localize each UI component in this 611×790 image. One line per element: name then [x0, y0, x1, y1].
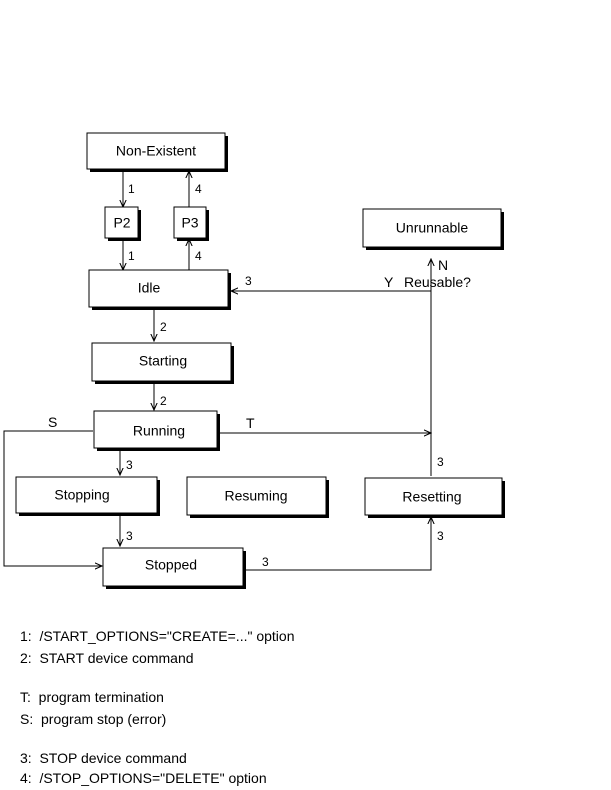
edge-labels: 1 4 1 4 2 2 3 3 3 3 3 3 S T Y N Reusable…	[48, 182, 471, 569]
label-term-branch: T	[246, 415, 255, 431]
label-stop-branch: S	[48, 414, 57, 430]
label-resetting-in: 3	[437, 529, 444, 543]
state-p3: P3	[173, 206, 209, 241]
state-starting: Starting	[91, 342, 234, 384]
state-p2: P2	[104, 206, 141, 241]
label-to-idle: 3	[245, 274, 252, 288]
state-resuming-label: Resuming	[224, 488, 287, 504]
label-idle-p3: 4	[195, 249, 202, 263]
edge-running-stopped-s	[3, 430, 102, 566]
label-idle-starting: 2	[160, 320, 167, 334]
state-resetting: Resetting	[364, 477, 505, 518]
legend-item-1: 1: /START_OPTIONS="CREATE=..." option	[20, 628, 295, 644]
state-starting-label: Starting	[139, 353, 187, 369]
state-stopping: Stopping	[15, 476, 160, 516]
legend-item-3: 3: STOP device command	[20, 750, 187, 766]
state-unrunnable-label: Unrunnable	[396, 220, 469, 236]
edge-stopped-resetting	[243, 517, 431, 571]
state-nonexistent: Non-Existent	[86, 132, 228, 172]
state-idle: Idle	[88, 269, 231, 310]
state-p2-label: P2	[113, 215, 130, 231]
label-reusable-yes: Y	[384, 274, 394, 290]
state-running-label: Running	[133, 423, 185, 439]
state-stopped: Stopped	[102, 547, 246, 589]
label-p2-idle: 1	[128, 249, 135, 263]
state-stopped-label: Stopped	[145, 557, 197, 573]
state-nonexistent-label: Non-Existent	[116, 143, 196, 159]
label-reusable-no: N	[438, 257, 448, 273]
label-ne-p2: 1	[128, 182, 135, 196]
label-p3-ne: 4	[195, 182, 202, 196]
state-idle-label: Idle	[138, 280, 161, 296]
label-reusable-question: Reusable?	[404, 274, 471, 290]
state-resuming: Resuming	[186, 476, 329, 518]
legend-item-2: 2: START device command	[20, 650, 194, 666]
label-running-stopping: 3	[126, 458, 133, 472]
label-resetting-up: 3	[437, 455, 444, 469]
connectors	[3, 171, 431, 571]
state-unrunnable: Unrunnable	[362, 208, 504, 250]
legend-item-t: T: program termination	[20, 689, 164, 705]
state-running: Running	[93, 410, 220, 451]
label-stopped-resetting: 3	[262, 555, 269, 569]
legend-item-4: 4: /STOP_OPTIONS="DELETE" option	[20, 770, 267, 786]
label-stopping-stopped: 3	[126, 529, 133, 543]
label-starting-running: 2	[160, 394, 167, 408]
state-resetting-label: Resetting	[402, 489, 461, 505]
state-stopping-label: Stopping	[54, 487, 109, 503]
state-p3-label: P3	[181, 215, 198, 231]
legend-item-s: S: program stop (error)	[20, 711, 167, 727]
